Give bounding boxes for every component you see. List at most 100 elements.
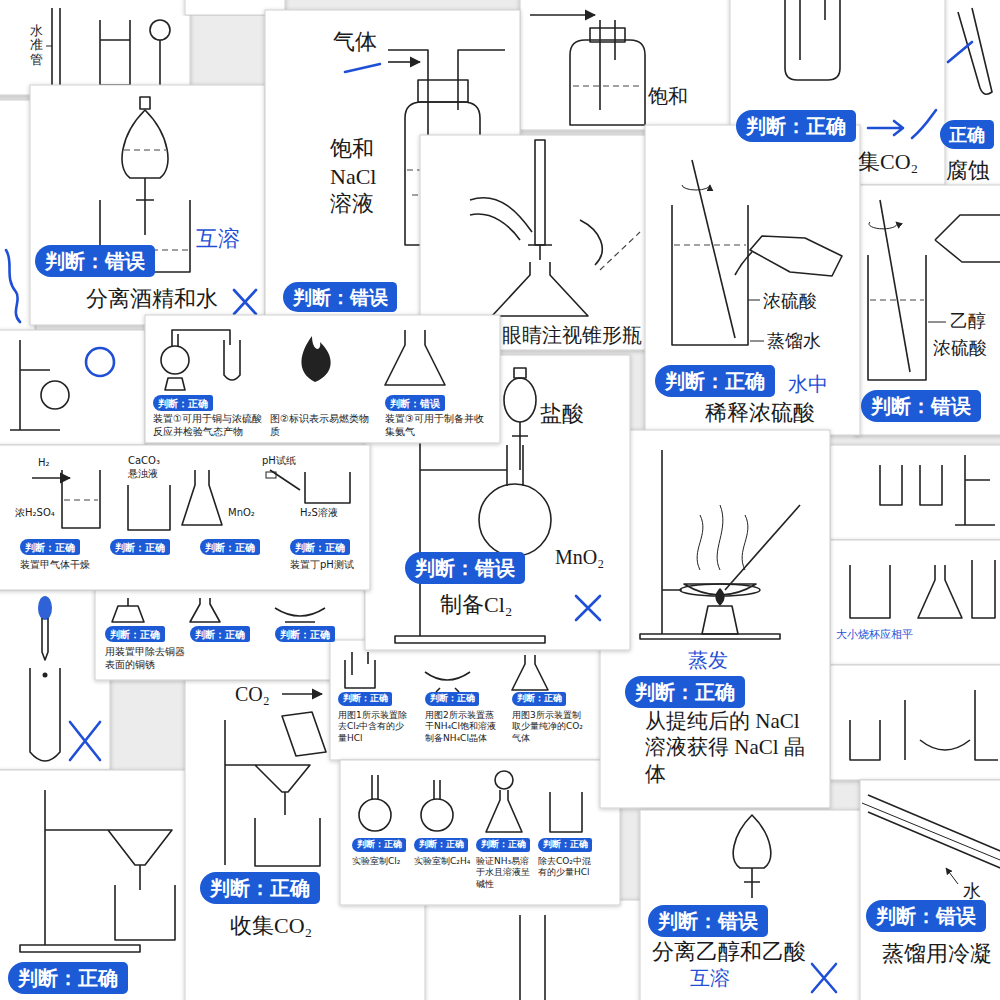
card-gas-bottle-top-part xyxy=(520,0,750,130)
card-corrosive-part xyxy=(948,42,972,62)
card-small-s1-part xyxy=(161,346,189,374)
card-dilute-acid-part xyxy=(735,252,752,275)
card-text: 稀释浓硫酸 xyxy=(705,399,815,427)
card-small-s2-part xyxy=(32,477,70,479)
card-gas-bottle-top-part xyxy=(590,28,625,42)
card-small-s3-part xyxy=(112,598,144,622)
badge-text: 判断：正确 xyxy=(481,839,526,851)
card-small-left-part xyxy=(86,348,114,376)
card-collect-co2-part xyxy=(912,110,936,138)
question-card: 腐蚀正确 xyxy=(940,0,1000,190)
card-text: 装置甲气体干燥 xyxy=(20,559,90,572)
card-separate-ethanol xyxy=(640,810,870,1000)
card-level-tube-part xyxy=(46,46,52,47)
badge-text: 判断：错误 xyxy=(390,397,440,410)
judgement-badge: 判断：错误 xyxy=(385,395,445,411)
card-small-right-b-part xyxy=(972,560,995,618)
card-small-s4-part xyxy=(345,652,375,688)
card-small-s1 xyxy=(145,315,500,443)
card-text: 装置①可用于铜与浓硫酸反应并检验气态产物 xyxy=(153,413,263,438)
badge-text: 判断：正确 xyxy=(280,628,330,641)
card-text: 浓硫酸 xyxy=(763,290,817,313)
card-small-s3-part xyxy=(95,590,365,680)
card-small-right-b-part xyxy=(830,540,1000,665)
card-filter-stand xyxy=(0,770,190,1000)
card-text: 实验室制C₂H₄ xyxy=(414,856,472,867)
card-ethanol-acid-part xyxy=(935,215,1000,262)
card-small-left xyxy=(0,330,145,445)
question-card: 分离酒精和水 判断：错误 xyxy=(30,85,265,325)
card-evaporate-part xyxy=(715,588,724,606)
question-card: 眼睛注视锥形瓶 xyxy=(420,135,650,350)
card-small-right-c-part xyxy=(830,665,1000,780)
card-small-s2-part xyxy=(62,470,100,528)
card-collect-co2-b-part xyxy=(255,818,320,866)
badge-text: 判断：正确 xyxy=(635,679,735,705)
card-text: 眼睛注视锥形瓶 xyxy=(502,323,642,348)
judgement-badge: 判断：正确 xyxy=(153,395,213,411)
card-small-right-b-part xyxy=(850,565,890,618)
card-separate-ethanol-part xyxy=(640,810,870,1000)
card-separate-alcohol-part xyxy=(30,85,265,325)
card-small-left-part xyxy=(10,340,60,430)
badge-text: 判断：正确 xyxy=(295,541,345,554)
card-separate-ethanol-part xyxy=(812,964,836,992)
card-text: 分离酒精和水 xyxy=(86,285,218,313)
card-text: 腐蚀 xyxy=(946,157,990,185)
card-collect-co2-part xyxy=(800,0,825,60)
card-text: 验证NH₃易溶于水且溶液呈碱性 xyxy=(476,856,534,890)
card-small-right-c-part xyxy=(975,690,998,760)
badge-text: 判断：正确 xyxy=(195,628,245,641)
card-dropper-part xyxy=(30,668,60,761)
card-small-s4-part xyxy=(425,672,470,692)
card-dropper xyxy=(0,590,110,770)
card-gas-washing-part xyxy=(345,64,380,72)
judgement-badge: 判断：正确 xyxy=(200,872,320,904)
card-small-s2-part xyxy=(64,499,98,500)
judgement-badge: 判断：正确 xyxy=(414,838,468,852)
badge-text: 判断：正确 xyxy=(110,628,160,641)
card-dropper-part xyxy=(38,596,52,620)
judgement-badge: 判断：正确 xyxy=(625,676,745,708)
badge-text: 判断：正确 xyxy=(746,113,846,139)
badge-text: 判断：正确 xyxy=(543,839,588,851)
card-text: 图②标识表示易燃类物质 xyxy=(270,413,375,438)
badge-text: 判断：正确 xyxy=(205,541,255,554)
judgement-badge: 判断：错误 xyxy=(283,282,397,312)
card-corrosive xyxy=(940,0,1000,190)
card-dilute-acid-part xyxy=(672,205,748,345)
badge-text: 判断：错误 xyxy=(45,248,145,274)
card-text: CaCO₃ 悬浊液 xyxy=(128,455,173,480)
card-small-s4-part xyxy=(512,655,548,690)
question-card: 气体饱和 NaCl 溶液判断：错误 xyxy=(265,10,520,320)
handwritten-note: 水中 xyxy=(788,372,828,396)
card-condenser-part xyxy=(860,780,1000,1000)
card-evaporate-part xyxy=(725,505,800,590)
badge-text: 判断：正确 xyxy=(430,693,475,705)
judgement-badge: 判断：正确 xyxy=(736,110,856,142)
question-card: 水蒸馏用冷凝判断：错误 xyxy=(860,780,1000,1000)
card-text: 分离乙醇和乙酸 xyxy=(652,938,806,966)
card-ethanol-acid xyxy=(855,185,1000,435)
card-make-chlorine-part xyxy=(504,378,536,422)
card-separate-ethanol-part xyxy=(733,815,771,868)
question-card: 从提纯后的 NaCl 溶液获得 NaCl 晶体判断：正确 xyxy=(600,430,830,808)
card-dilute-acid-part xyxy=(750,236,842,276)
card-level-tube-part xyxy=(52,8,60,90)
card-small-s1-part xyxy=(385,330,445,385)
card-text: 浓硫酸 xyxy=(933,337,987,360)
judgement-badge: 判断：正确 xyxy=(290,539,350,555)
judgement-badge: 判断：正确 xyxy=(275,626,335,642)
card-ethanol-acid-part xyxy=(869,222,897,229)
question-card: H₂浓H₂SO₄CaCO₃ 悬浊液MnO₂pH试纸H₂S溶液装置甲气体干燥装置丁… xyxy=(0,445,370,590)
card-separate-alcohol-part xyxy=(136,178,154,235)
badge-text: 判断：正确 xyxy=(25,541,75,554)
card-condenser-part xyxy=(862,803,1000,862)
card-text: 浓H₂SO₄ xyxy=(15,507,55,520)
card-corrosive-part xyxy=(940,0,1000,190)
card-text: CO₂ xyxy=(235,682,270,707)
card-titration-part xyxy=(492,262,588,316)
judgement-badge: 判断：正确 xyxy=(190,626,250,642)
card-titration-part xyxy=(535,140,545,245)
